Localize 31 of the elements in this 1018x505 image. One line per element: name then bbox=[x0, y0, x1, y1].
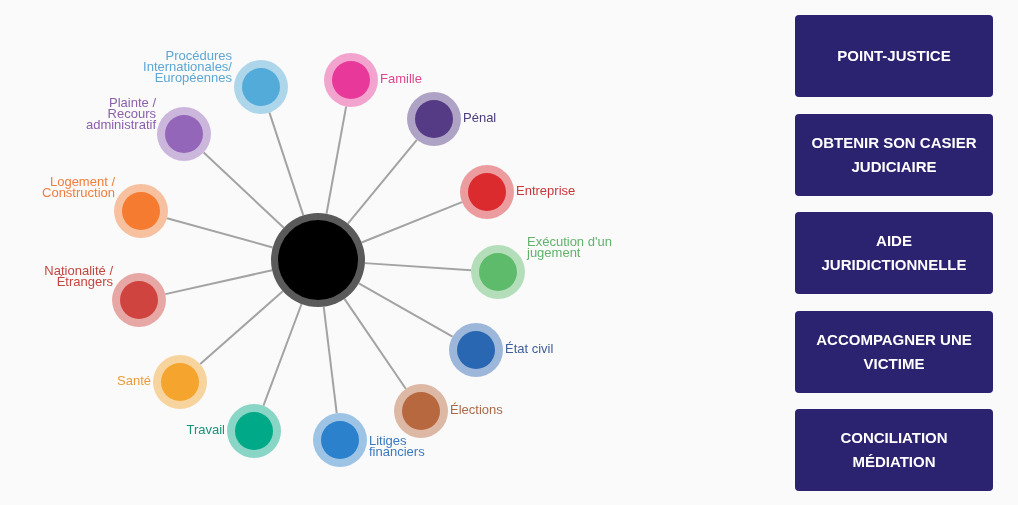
category-label: Litiges financiers bbox=[369, 435, 426, 457]
connector-line bbox=[346, 138, 418, 225]
service-button: POINT-JUSTICE bbox=[795, 15, 993, 97]
category-label: Travail bbox=[185, 424, 225, 435]
connector-line bbox=[268, 111, 305, 217]
connector-line bbox=[262, 303, 303, 407]
category-label: Logement / Construction bbox=[41, 176, 115, 198]
connector-line bbox=[322, 305, 338, 415]
connector-line bbox=[325, 105, 348, 215]
category-label: Nationalité / Étrangers bbox=[43, 265, 113, 287]
category-label: Pénal bbox=[463, 112, 498, 123]
category-label: État civil bbox=[505, 343, 555, 354]
service-button: OBTENIR SON CASIER JUDICIAIRE bbox=[795, 114, 993, 196]
connector-line bbox=[199, 290, 284, 366]
category-label: Santé bbox=[116, 375, 151, 386]
service-button: CONCILIATION MÉDIATION bbox=[795, 409, 993, 491]
connector-line bbox=[202, 151, 285, 229]
category-label: Entreprise bbox=[516, 185, 577, 196]
connector-line bbox=[343, 297, 407, 390]
service-button: ACCOMPAGNER UNE VICTIME bbox=[795, 311, 993, 393]
category-label: Procédures Internationales/ Européennes bbox=[142, 50, 232, 83]
connector-line bbox=[357, 282, 454, 338]
category-label: Exécution d'un jugement bbox=[527, 236, 613, 258]
category-label: Élections bbox=[450, 404, 504, 415]
connector-line bbox=[164, 269, 274, 296]
service-button: AIDE JURIDICTIONNELLE bbox=[795, 212, 993, 294]
connector-line bbox=[363, 262, 473, 272]
connector-line bbox=[360, 201, 463, 244]
connector-line bbox=[166, 217, 274, 249]
category-label: Famille bbox=[380, 73, 423, 84]
category-label: Plainte / Recours administratif bbox=[84, 97, 156, 130]
